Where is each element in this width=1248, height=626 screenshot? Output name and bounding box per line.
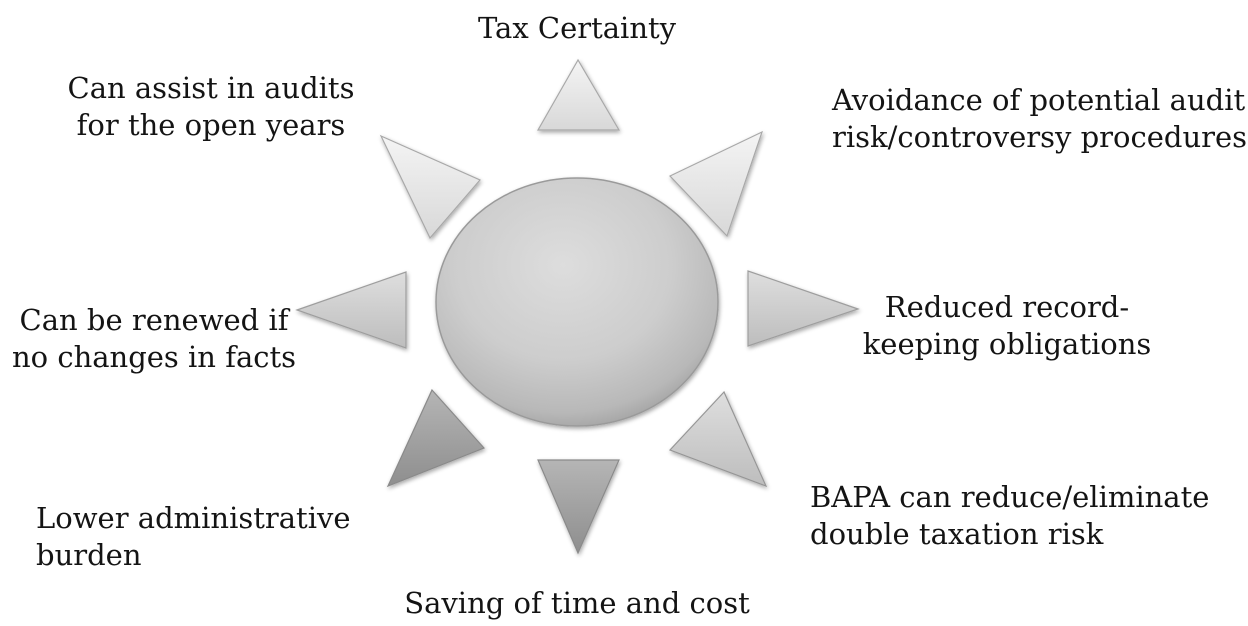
benefit-line: no changes in facts [11, 340, 297, 374]
benefit-label-top: Tax Certainty [452, 10, 702, 47]
ray-bottom [537, 459, 620, 555]
benefit-label-top-left: Can assist in audits for the open years [52, 70, 370, 144]
benefit-line: for the open years [76, 108, 346, 142]
benefit-line: risk/controversy procedures [832, 120, 1248, 154]
ray-top-left [379, 134, 481, 240]
ray-top-right [668, 130, 764, 238]
benefit-label-top-right: Avoidance of potential audit risk/contro… [832, 82, 1247, 156]
ray-bottom-right [668, 390, 768, 488]
benefit-label-right: Reduced record- keeping obligations [862, 289, 1152, 363]
benefit-label-bottom-right: BAPA can reduce/eliminate double taxatio… [810, 479, 1209, 553]
ray-left [295, 271, 407, 349]
benefit-line: Avoidance of potential audit [832, 83, 1246, 117]
benefit-label-bottom: Saving of time and cost [402, 585, 752, 622]
benefit-line: Reduced record- [884, 290, 1130, 324]
benefit-line: Can be renewed if [19, 303, 289, 337]
sun-center [435, 177, 719, 427]
benefit-line: Lower administrative [36, 501, 351, 535]
benefit-label-left: Can be renewed if no changes in facts [4, 302, 304, 376]
ray-bottom-left [386, 388, 486, 488]
benefit-line: Tax Certainty [477, 11, 677, 45]
benefit-line: BAPA can reduce/eliminate [810, 480, 1210, 514]
benefit-line: burden [36, 538, 142, 572]
benefit-line: Saving of time and cost [404, 586, 750, 620]
benefit-line: Can assist in audits [67, 71, 355, 105]
ray-top [536, 58, 621, 131]
benefit-line: keeping obligations [862, 327, 1152, 361]
benefit-line: double taxation risk [810, 517, 1104, 551]
ray-right [747, 270, 860, 347]
benefit-label-bottom-left: Lower administrative burden [36, 500, 351, 574]
